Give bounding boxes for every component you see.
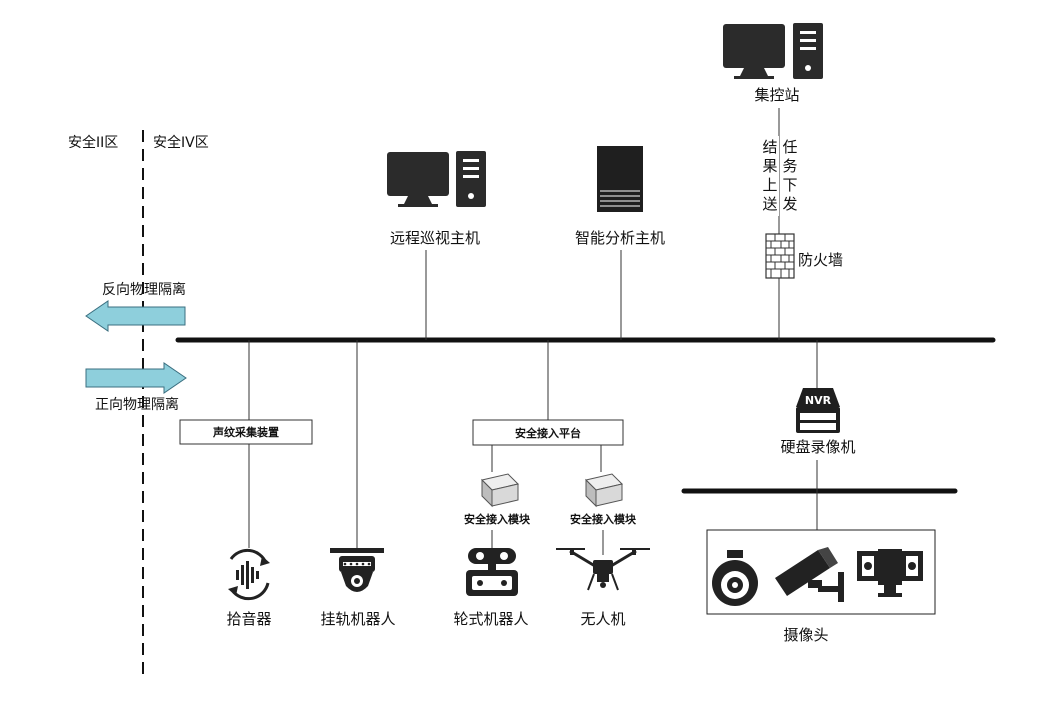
- pickup-label: 拾音器: [226, 610, 271, 628]
- analysis-host-node: 智能分析主机: [575, 146, 665, 340]
- sound-device-box: [179, 419, 313, 445]
- forward-isolation-label: 正向物理隔离: [95, 396, 179, 413]
- bullet-camera-icon: [775, 547, 844, 602]
- rail-robot-icon: [330, 548, 384, 592]
- wheeled-robot-icon: [466, 548, 518, 596]
- result-char-2: 果: [762, 157, 777, 175]
- reverse-isolation-label: 反向物理隔离: [102, 281, 186, 298]
- zone-label-iv: 安全IV区: [153, 134, 209, 151]
- zone-label-ii: 安全II区: [68, 134, 118, 151]
- remote-host-label: 远程巡视主机: [390, 229, 480, 247]
- result-char-4: 送: [762, 195, 777, 213]
- result-char-1: 结: [762, 138, 777, 156]
- task-char-3: 下: [782, 176, 797, 194]
- forward-isolation-arrow: [85, 362, 187, 394]
- access-module-2-label: 安全接入模块: [570, 512, 637, 526]
- wheeled-robot-label: 轮式机器人: [453, 610, 528, 628]
- sound-device-label: 声纹采集装置: [212, 425, 279, 439]
- server-tower-icon: [456, 151, 486, 207]
- nvr-label: 硬盘录像机: [780, 438, 855, 456]
- task-char-4: 发: [782, 195, 797, 213]
- module-box-icon: [481, 473, 519, 508]
- computer-icon: [723, 24, 785, 79]
- drone-icon: [556, 548, 650, 591]
- microphone-icon: [228, 548, 270, 601]
- task-dispatch-label: 任 务 下 发: [780, 136, 799, 216]
- access-platform-label: 安全接入平台: [515, 426, 581, 440]
- drone-label: 无人机: [580, 610, 625, 628]
- server-tower-icon: [793, 23, 823, 79]
- access-platform-box: [472, 419, 624, 446]
- dome-camera-icon: [712, 550, 758, 606]
- result-upload-label: 结 果 上 送: [760, 136, 779, 216]
- nvr-icon: NVR: [796, 388, 840, 433]
- control-station-node: 集控站: [723, 23, 823, 104]
- analysis-host-label: 智能分析主机: [575, 229, 665, 247]
- result-char-3: 上: [762, 176, 777, 194]
- remote-host-node: 远程巡视主机: [387, 151, 486, 340]
- camera-label: 摄像头: [783, 626, 828, 644]
- task-char-2: 务: [782, 157, 797, 175]
- task-char-1: 任: [782, 138, 797, 156]
- module-box-icon: [585, 473, 623, 508]
- ptz-camera-icon: [857, 549, 923, 597]
- firewall-icon: [765, 233, 795, 279]
- computer-icon: [387, 152, 449, 207]
- control-station-label: 集控站: [754, 86, 799, 104]
- nvr-badge-text: NVR: [805, 394, 832, 407]
- access-module-1-label: 安全接入模块: [464, 512, 531, 526]
- rail-robot-label: 挂轨机器人: [320, 610, 395, 628]
- reverse-isolation-arrow: [85, 300, 186, 332]
- server-rack-icon: [597, 146, 643, 212]
- firewall-label: 防火墙: [798, 251, 843, 269]
